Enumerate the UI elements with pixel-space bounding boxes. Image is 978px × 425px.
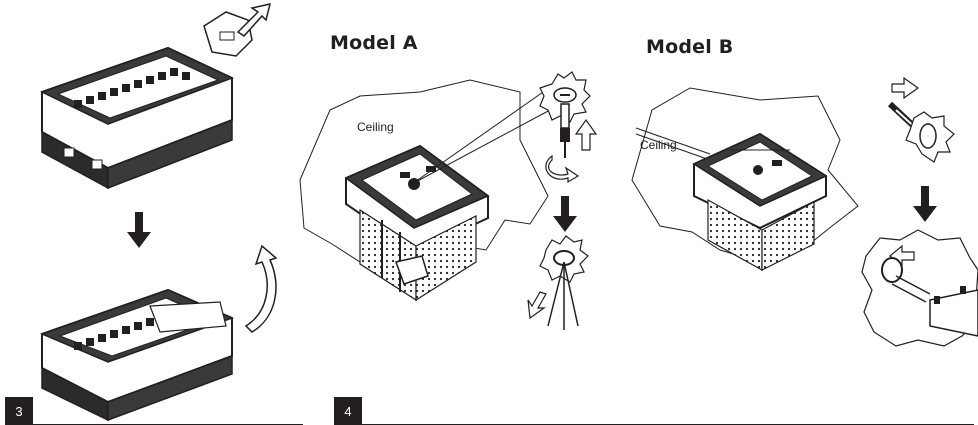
down-arrow-icon-a	[553, 196, 577, 232]
device-closed	[40, 46, 234, 190]
down-arrow-icon	[127, 212, 151, 248]
step-badge-4: 4	[334, 397, 362, 425]
screw-detail-b	[861, 229, 978, 347]
down-curved-arrow-icon	[527, 291, 547, 320]
ceiling-label-a: Ceiling	[357, 120, 394, 134]
cable-b2	[635, 127, 711, 155]
ceiling-label-b: Ceiling	[640, 138, 677, 152]
cable-b	[635, 133, 711, 161]
fastener-detail-a	[539, 71, 598, 184]
turn-lid-arrow-icon	[203, 3, 272, 57]
device-open	[39, 288, 235, 422]
ceiling-outline-a	[299, 79, 549, 271]
leader-line-a2	[411, 109, 551, 185]
step-badge-3: 3	[5, 397, 33, 425]
down-arrow-icon-b	[913, 186, 937, 222]
model-b-title: Model B	[646, 36, 734, 58]
up-arrow-icon	[574, 118, 598, 151]
device-mounted-a	[344, 144, 490, 302]
right-arrow-icon	[891, 76, 920, 100]
anchor-detail-a	[527, 235, 589, 330]
model-a-title: Model A	[330, 32, 418, 54]
ceiling-outline-b	[631, 87, 859, 263]
leader-line-a	[411, 89, 547, 185]
lift-lid-arrow-icon	[244, 244, 278, 333]
device-mounted-b	[692, 132, 828, 272]
screwdriver-detail-b	[887, 76, 955, 163]
rotate-arrow-icon	[545, 154, 580, 184]
